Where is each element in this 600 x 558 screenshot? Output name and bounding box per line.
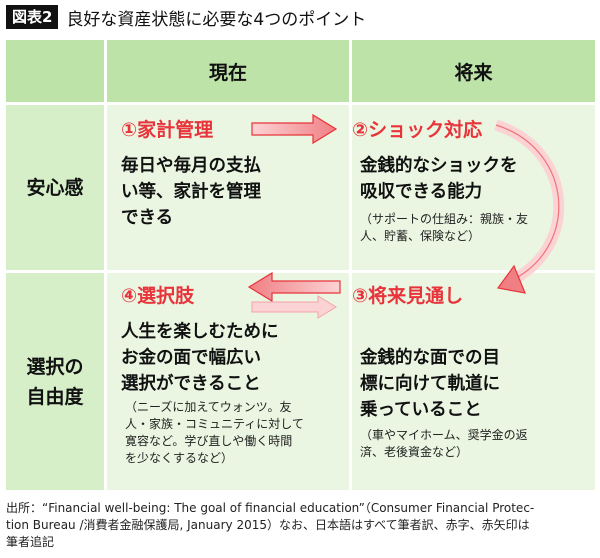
outlook-title: ③将来見通し xyxy=(352,285,464,307)
row-header-freedom-line: 選択の xyxy=(26,355,84,378)
outlook-line: 金銭的な面での目 xyxy=(360,348,500,368)
row-header-freedom: 選択の 自由度 xyxy=(6,273,104,490)
cell-outlook: ③将来見通し 金銭的な面での目 標に向けて軌道に 乗っていること （車やマイホー… xyxy=(352,273,595,490)
source-note: 出所：“Financial well-being: The goal of fi… xyxy=(6,500,596,551)
corner-cell xyxy=(6,40,104,102)
shock-note-line: 人、貯蓄、保険など） xyxy=(360,229,481,243)
household-line: できる xyxy=(121,208,174,228)
choice-note-line: （ニーズに加えてウォンツ。友 xyxy=(125,400,292,414)
figure-title: 良好な資産状態に必要な4つのポイント xyxy=(66,9,367,30)
choice-line: お金の面で幅広い xyxy=(121,348,261,368)
figure-badge: 図表2 xyxy=(6,5,59,29)
choice-text: 人生を楽しむために お金の面で幅広い 選択ができること xyxy=(121,319,279,397)
choice-note-line: を少なくするなど） xyxy=(125,451,234,465)
shock-line: 吸収できる能力 xyxy=(360,182,483,202)
outlook-text: 金銭的な面での目 標に向けて軌道に 乗っていること xyxy=(360,345,500,423)
choice-line: 選択ができること xyxy=(121,374,261,394)
source-line: tion Bureau /消費者金融保護局, January 2015）なお、日… xyxy=(6,518,530,532)
cell-choice: ④選択肢 人生を楽しむために お金の面で幅広い 選択ができること （ニーズに加え… xyxy=(107,273,349,490)
outlook-note: （車やマイホーム、奨学金の返 済、老後資金など） xyxy=(360,427,528,461)
outlook-line: 標に向けて軌道に xyxy=(360,374,500,394)
figure-header: 図表2 良好な資産状態に必要な4つのポイント xyxy=(6,4,366,30)
choice-note-line: 人・家族・コミュニティに対して xyxy=(125,417,304,431)
choice-line: 人生を楽しむために xyxy=(121,322,279,342)
source-line: 筆者追記 xyxy=(6,535,55,549)
shock-note: （サポートの仕組み：親族・友 人、貯蓄、保険など） xyxy=(360,211,528,245)
points-table: 現在 将来 安心感 ①家計管理 毎日や毎月の支払 い等、家計を管理 できる ②シ… xyxy=(6,40,595,490)
cell-household: ①家計管理 毎日や毎月の支払 い等、家計を管理 できる xyxy=(107,105,349,270)
shock-note-line: （サポートの仕組み：親族・友 xyxy=(360,212,529,226)
row-header-security: 安心感 xyxy=(6,105,104,270)
outlook-note-line: 済、老後資金など） xyxy=(360,445,469,459)
outlook-line: 乗っていること xyxy=(360,400,482,420)
column-header-now-label: 現在 xyxy=(208,61,247,84)
shock-line: 金銭的なショックを xyxy=(360,156,518,176)
cell-shock: ②ショック対応 金銭的なショックを 吸収できる能力 （サポートの仕組み：親族・友… xyxy=(352,105,595,270)
shock-title: ②ショック対応 xyxy=(352,119,483,141)
choice-title: ④選択肢 xyxy=(121,285,195,307)
shock-text: 金銭的なショックを 吸収できる能力 xyxy=(360,153,518,205)
household-text: 毎日や毎月の支払 い等、家計を管理 できる xyxy=(121,153,261,231)
household-line: い等、家計を管理 xyxy=(121,182,261,202)
column-header-future: 将来 xyxy=(352,40,595,102)
row-header-security-label: 安心感 xyxy=(26,176,84,199)
column-header-now: 現在 xyxy=(107,40,349,102)
choice-note-line: 寛容など。学び直しや働く時間 xyxy=(125,434,293,448)
row-header-freedom-label: 選択の 自由度 xyxy=(6,273,104,490)
column-header-future-label: 将来 xyxy=(454,61,493,84)
source-line: 出所：“Financial well-being: The goal of fi… xyxy=(6,501,535,515)
household-title: ①家計管理 xyxy=(121,119,214,141)
choice-note: （ニーズに加えてウォンツ。友 人・家族・コミュニティに対して 寛容など。学び直し… xyxy=(125,399,304,467)
row-header-freedom-line: 自由度 xyxy=(26,385,84,408)
outlook-note-line: （車やマイホーム、奨学金の返 xyxy=(360,428,528,442)
household-line: 毎日や毎月の支払 xyxy=(121,156,261,176)
